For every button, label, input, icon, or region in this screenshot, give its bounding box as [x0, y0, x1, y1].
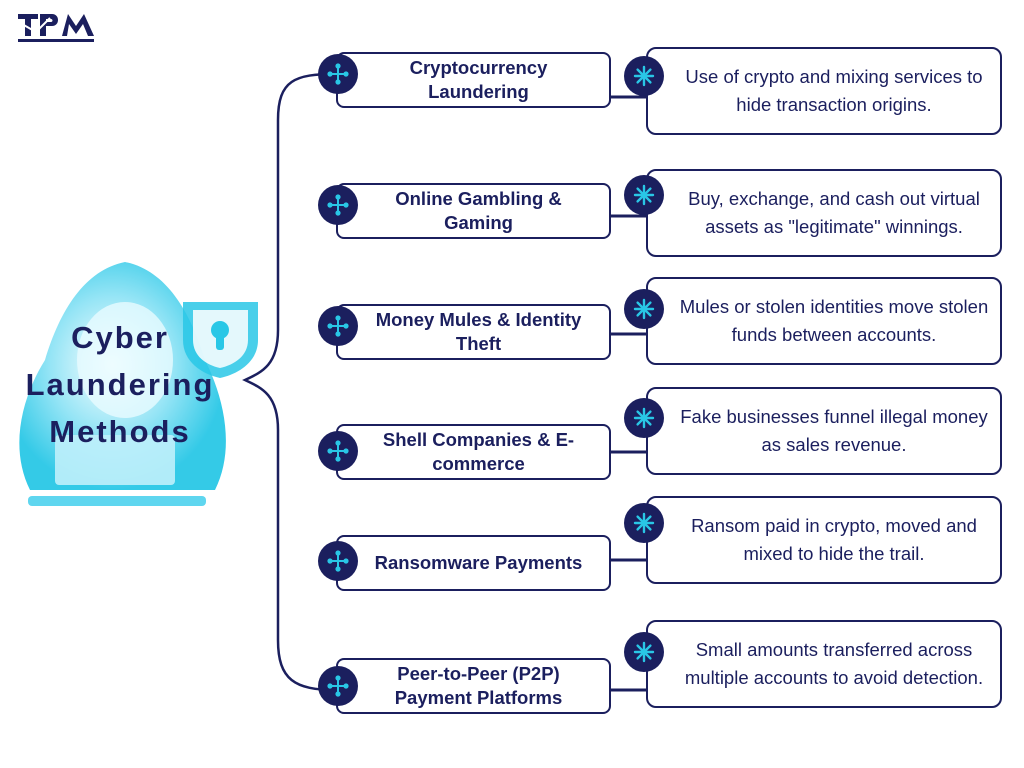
- method-box: Ransomware Payments: [336, 535, 611, 591]
- method-description: Small amounts transferred across multipl…: [684, 639, 984, 688]
- method-box: Online Gambling & Gaming: [336, 183, 611, 239]
- description-box: Fake businesses funnel illegal money as …: [646, 387, 1002, 475]
- crosshair-dots-icon: [318, 185, 358, 225]
- method-title: Ransomware Payments: [374, 552, 583, 573]
- bracket-line: [242, 72, 337, 692]
- crosshair-dots-icon: [318, 306, 358, 346]
- description-box: Small amounts transferred across multipl…: [646, 620, 1002, 708]
- crosshair-dots-icon: [318, 431, 358, 471]
- asterisk-burst-icon: [624, 503, 664, 543]
- method-description: Ransom paid in crypto, moved and mixed t…: [691, 515, 977, 564]
- method-box: Cryptocurrency Laundering: [336, 52, 611, 108]
- asterisk-burst-icon: [624, 632, 664, 672]
- method-description: Use of crypto and mixing services to hid…: [685, 66, 983, 115]
- method-box: Money Mules & Identity Theft: [336, 304, 611, 360]
- method-box: Peer-to-Peer (P2P) Payment Platforms: [336, 658, 611, 714]
- description-box: Use of crypto and mixing services to hid…: [646, 47, 1002, 135]
- description-box: Mules or stolen identities move stolen f…: [646, 277, 1002, 365]
- description-box: Buy, exchange, and cash out virtual asse…: [646, 169, 1002, 257]
- asterisk-burst-icon: [624, 398, 664, 438]
- crosshair-dots-icon: [318, 541, 358, 581]
- method-title: Online Gambling & Gaming: [395, 188, 562, 233]
- method-title: Money Mules & Identity Theft: [375, 309, 582, 354]
- tpm-logo: [18, 14, 94, 42]
- crosshair-dots-icon: [318, 54, 358, 94]
- method-description: Fake businesses funnel illegal money as …: [680, 406, 988, 455]
- hero-title-line: Cyber: [71, 320, 169, 355]
- method-description: Mules or stolen identities move stolen f…: [679, 296, 989, 345]
- method-box: Shell Companies & E-commerce: [336, 424, 611, 480]
- hero-title-line: Laundering: [25, 367, 215, 402]
- method-description: Buy, exchange, and cash out virtual asse…: [688, 188, 980, 237]
- method-title: Cryptocurrency Laundering: [409, 57, 548, 102]
- hero-title-line: Methods: [49, 414, 191, 449]
- method-title: Peer-to-Peer (P2P) Payment Platforms: [394, 663, 563, 708]
- crosshair-dots-icon: [318, 666, 358, 706]
- asterisk-burst-icon: [624, 289, 664, 329]
- asterisk-burst-icon: [624, 56, 664, 96]
- asterisk-burst-icon: [624, 175, 664, 215]
- hero-title: Cyber Laundering Methods: [10, 314, 230, 455]
- hacker-illustration: [19, 262, 258, 506]
- description-box: Ransom paid in crypto, moved and mixed t…: [646, 496, 1002, 584]
- method-title: Shell Companies & E-commerce: [382, 429, 575, 474]
